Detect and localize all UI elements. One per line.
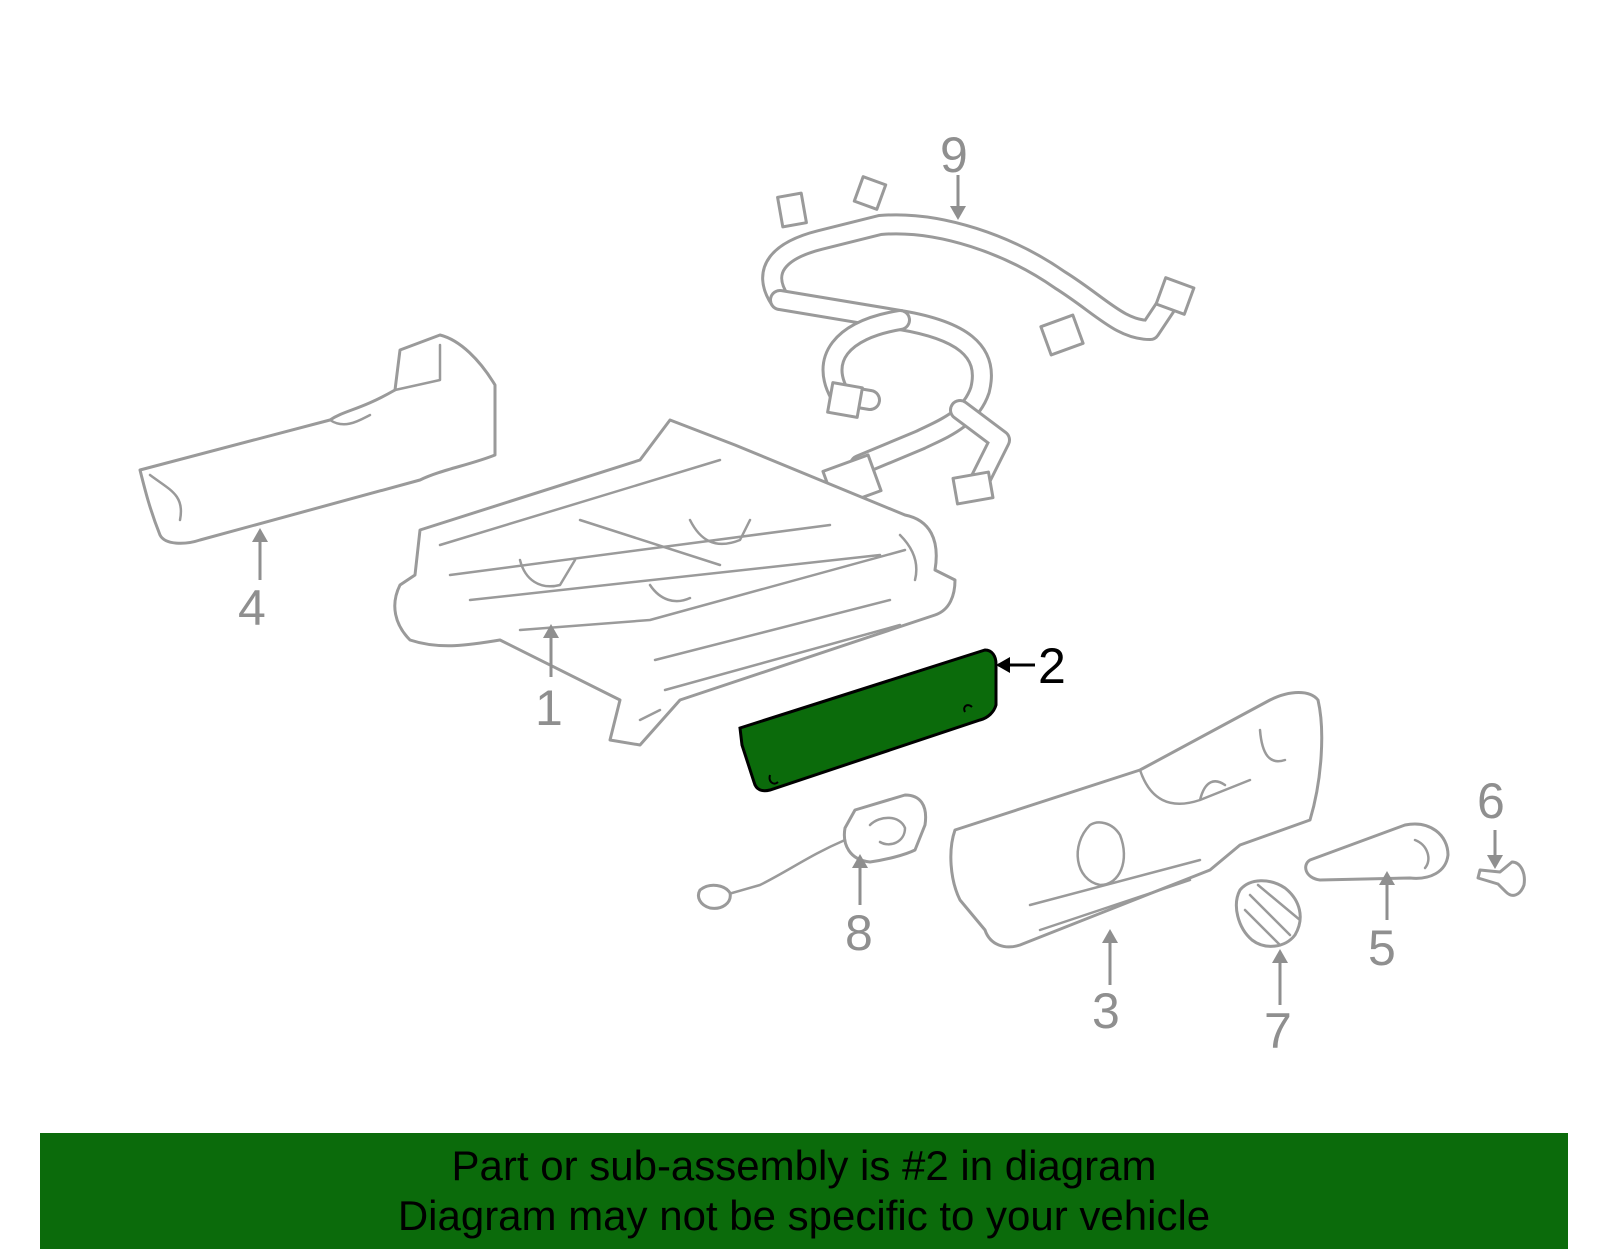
part-2-highlighted-panel[interactable]: [738, 648, 998, 793]
part-6-push-pin[interactable]: [1476, 860, 1526, 897]
callout-9: 9: [940, 127, 968, 183]
callout-7: 7: [1264, 1003, 1292, 1059]
banner-line-disclaimer: Diagram may not be specific to your vehi…: [397, 1192, 1211, 1239]
callout-8: 8: [845, 905, 873, 961]
part-4-side-shield[interactable]: [138, 333, 497, 545]
part-3-side-cover[interactable]: [949, 691, 1324, 949]
callout-6: 6: [1477, 773, 1505, 829]
callout-1: 1: [535, 680, 563, 736]
info-banner: Part or sub-assembly is #2 in diagram Di…: [40, 1133, 1568, 1249]
callout-labels: 4 1 2 9 8 3 7 5 6: [238, 127, 1505, 1059]
callout-4: 4: [238, 580, 266, 636]
banner-line-part-number: Part or sub-assembly is #2 in diagram: [451, 1142, 1157, 1189]
part-7-knob[interactable]: [1235, 879, 1302, 948]
part-9-wiring-harness[interactable]: [761, 175, 1196, 509]
callout-2: 2: [1038, 638, 1066, 694]
callout-5: 5: [1368, 920, 1396, 976]
callout-3: 3: [1092, 983, 1120, 1039]
info-banner-background: [40, 1133, 1568, 1249]
part-8-switch-assembly[interactable]: [696, 793, 928, 910]
part-1-seat-adjuster[interactable]: [393, 418, 957, 747]
callout-leaders: [252, 175, 1503, 1005]
part-5-lever-handle[interactable]: [1304, 822, 1450, 882]
